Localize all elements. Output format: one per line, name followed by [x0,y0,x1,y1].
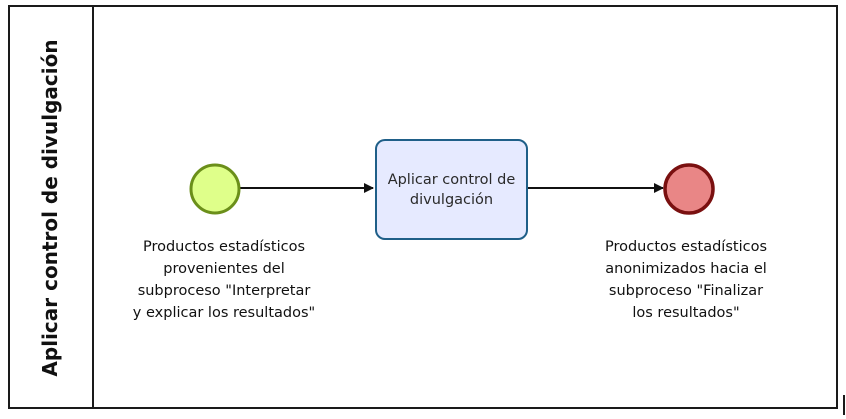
edge-mark [843,395,845,415]
start-event-circle [189,163,241,215]
task-box: Aplicar control de divulgación [375,139,528,240]
end-event-circle [663,163,715,215]
task-label: Aplicar control de divulgación [387,171,516,208]
pool-frame [8,5,838,409]
start-event-caption: Productos estadísticos provenientes del … [132,239,316,321]
end-event-caption: Productos estadísticos anonimizados haci… [604,239,768,321]
lane-divider [92,5,94,409]
